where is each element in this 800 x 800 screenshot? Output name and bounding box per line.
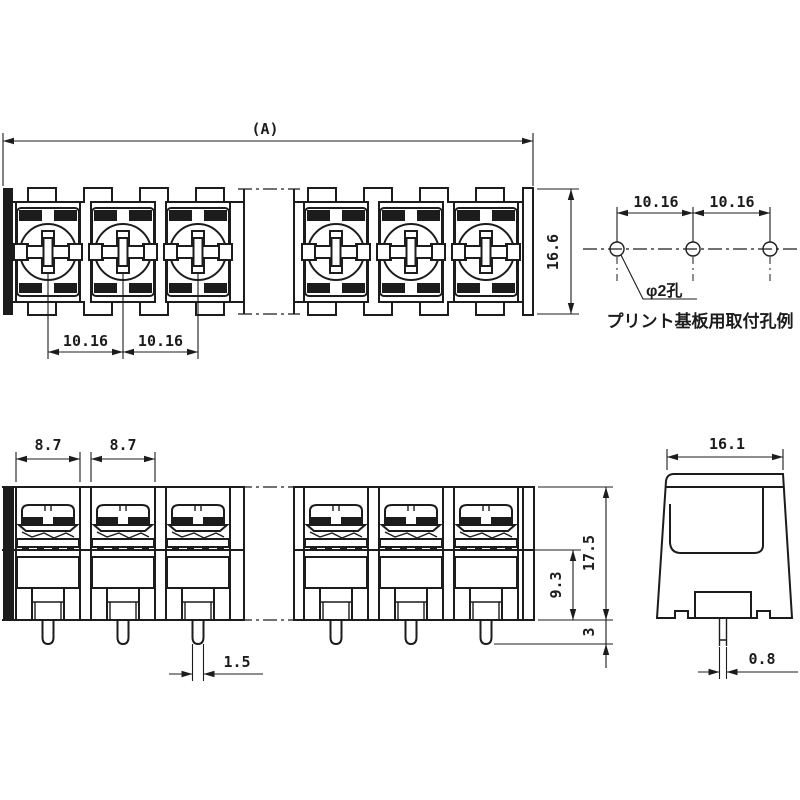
arrow — [682, 209, 693, 217]
arrow — [569, 609, 577, 620]
hole-pitch-right-label: 10.16 — [709, 193, 754, 211]
arrow — [3, 137, 14, 145]
dim-cell-width-1-label: 8.7 — [34, 436, 61, 454]
arrow — [708, 668, 720, 676]
body-lines-left — [2, 486, 245, 621]
arrow — [617, 209, 628, 217]
hole-leader-line — [620, 254, 697, 300]
arrow — [123, 348, 134, 356]
arrow — [759, 209, 770, 217]
dim-pitch-left-label: 10.16 — [63, 332, 108, 350]
arrow — [693, 209, 704, 217]
break-lines — [238, 486, 300, 621]
dim-height-label: 16.6 — [544, 234, 562, 270]
arrow — [203, 670, 215, 678]
right-end-plate — [522, 187, 534, 316]
height-extension-lines — [537, 188, 579, 315]
front-view-dimensions: 8.7 8.7 17.5 9.3 3 1.5 — [15, 436, 613, 681]
arrow — [522, 137, 533, 145]
right-end-plate — [522, 486, 535, 621]
side-body-outline — [655, 473, 794, 619]
arrow — [667, 453, 678, 461]
top-edge-crenellation-right — [293, 187, 524, 203]
dim-lower-height-label: 9.3 — [547, 571, 565, 598]
break-cut-edges — [243, 486, 295, 621]
arrow — [144, 455, 155, 463]
top-view-dimensions: (A) 16.6 10.16 10.16 — [2, 120, 579, 359]
arrow — [602, 609, 610, 620]
wire-recess — [669, 488, 764, 554]
side-view — [655, 473, 794, 646]
top-view — [3, 187, 534, 316]
hole-center-dashes — [616, 257, 771, 283]
dim-pitch-right-label: 10.16 — [138, 332, 183, 350]
pcb-hole-example: 10.16 10.16 φ2孔 プリント基板用取付孔例 — [583, 193, 798, 331]
height-extension-lines — [494, 486, 613, 645]
pitch-extension-lines — [47, 272, 199, 359]
arrow — [726, 668, 738, 676]
dim-pin-width-label: 1.5 — [223, 653, 250, 671]
pin-thickness-extension-lines — [718, 647, 728, 679]
arrow — [567, 189, 575, 200]
arrow — [112, 348, 123, 356]
dim-overall-length-label: (A) — [251, 120, 278, 138]
arrow — [181, 670, 193, 678]
arrow — [602, 487, 610, 498]
dim-pin-protrusion-label: 3 — [580, 627, 598, 636]
pin-base — [694, 591, 752, 619]
break-lines — [238, 188, 300, 315]
left-end-plate — [3, 188, 13, 315]
top-edge-crenellation-left — [12, 187, 245, 203]
hole-pitch-left-label: 10.16 — [633, 193, 678, 211]
overall-extension-lines — [2, 133, 534, 186]
arrow — [69, 455, 80, 463]
arrow — [772, 453, 783, 461]
front-view — [2, 486, 535, 645]
arrow — [567, 303, 575, 314]
hole-diameter-label: φ2孔 — [646, 282, 682, 300]
arrow — [16, 455, 27, 463]
dim-total-height-label: 17.5 — [580, 535, 598, 571]
bottom-edge-crenellation-right — [293, 301, 524, 316]
hole-extension-lines — [616, 207, 771, 242]
dim-pin-thickness-label: 0.8 — [748, 650, 775, 668]
solder-pin-side — [718, 618, 728, 646]
cell-width-extension-lines — [15, 452, 156, 482]
arrow — [91, 455, 102, 463]
dim-depth-label: 16.1 — [709, 435, 745, 453]
dim-cell-width-2-label: 8.7 — [109, 436, 136, 454]
arrow — [48, 348, 59, 356]
arrow — [602, 644, 610, 655]
left-end-plate — [3, 487, 14, 620]
break-cut-edges — [243, 189, 295, 314]
pcb-example-caption: プリント基板用取付孔例 — [607, 311, 794, 331]
arrow — [187, 348, 198, 356]
depth-extension-lines — [666, 449, 784, 470]
side-view-dimensions: 16.1 0.8 — [666, 435, 798, 679]
pin-width-extension-lines — [191, 644, 205, 681]
arrow — [569, 550, 577, 561]
